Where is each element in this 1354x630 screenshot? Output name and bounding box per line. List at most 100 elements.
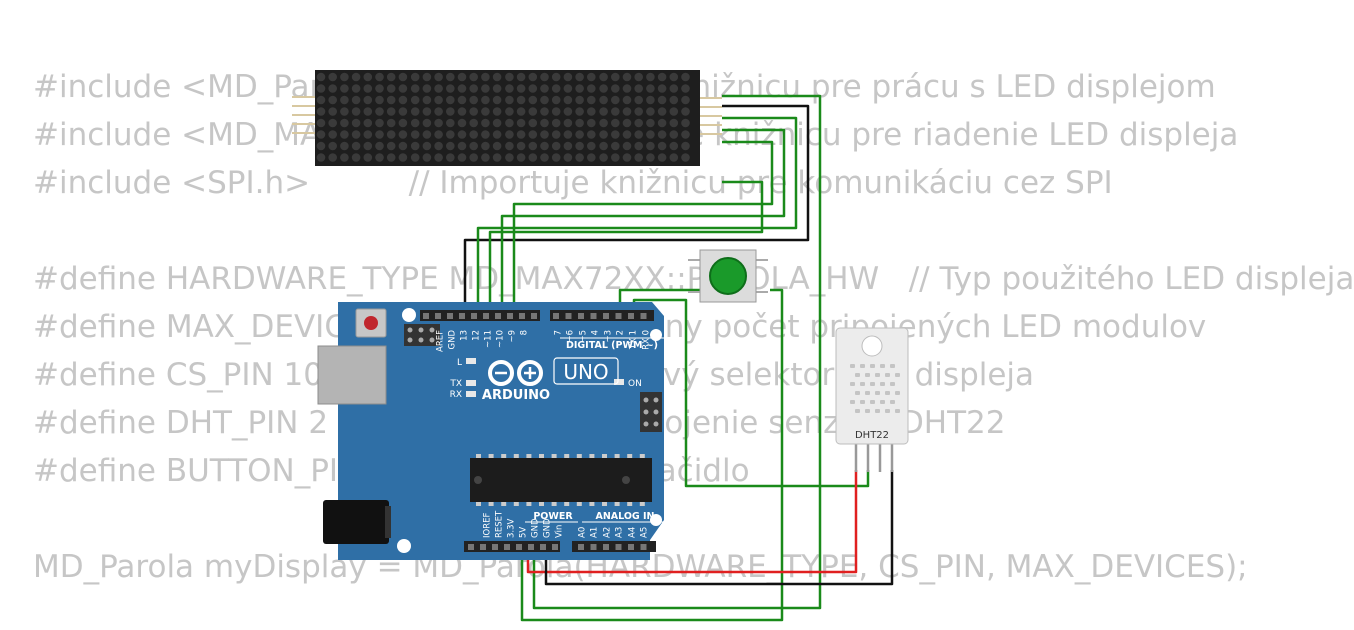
sensor-vent	[855, 373, 860, 377]
matrix-led-dot	[481, 95, 490, 105]
chip-leg	[576, 454, 582, 458]
matrix-led-dot	[681, 153, 690, 162]
matrix-led-dot	[398, 130, 408, 139]
matrix-led-dot	[492, 118, 502, 128]
matrix-led-dot	[681, 107, 690, 116]
analog-pin-label: A0	[578, 527, 588, 538]
reset-button-cap-icon	[364, 316, 378, 330]
analog-header-label: ANALOG IN	[595, 511, 654, 522]
matrix-led-dot	[669, 72, 679, 82]
power-pin-label: RESET	[495, 510, 505, 538]
analog-pin-label: A5	[640, 527, 650, 538]
sensor-vent	[860, 364, 865, 368]
matrix-led-dot	[375, 107, 384, 116]
matrix-led-dot	[657, 95, 667, 105]
power-pin-label: 5V	[519, 527, 529, 538]
sensor-vent	[895, 409, 900, 413]
matrix-led-dot	[316, 141, 326, 151]
header-pin	[435, 313, 441, 319]
matrix-led-dot	[328, 130, 338, 139]
wire-matrix-gnd	[463, 104, 810, 312]
matrix-led-dot	[375, 95, 384, 105]
matrix-led-dot	[446, 72, 455, 82]
icsp-pin	[643, 409, 649, 415]
header-pin	[552, 544, 558, 550]
power-header-label: POWER	[533, 511, 573, 522]
matrix-led-dot	[622, 84, 632, 93]
matrix-led-dot	[363, 84, 373, 93]
chip-leg	[526, 454, 532, 458]
matrix-led-dot	[528, 118, 538, 128]
header-pin	[495, 313, 501, 319]
matrix-led-dot	[340, 72, 349, 82]
matrix-led-dot	[446, 84, 455, 93]
matrix-led-dot	[386, 72, 396, 82]
header-pin	[483, 313, 489, 319]
sensor-vent	[895, 391, 900, 395]
chip-leg	[488, 502, 494, 506]
chip-leg	[501, 502, 507, 506]
wire-button-gnd	[520, 288, 784, 622]
matrix-led-dot	[351, 95, 361, 105]
matrix-led-dot	[457, 72, 467, 82]
led-on-label: ON	[628, 379, 642, 389]
matrix-led-dot	[328, 141, 338, 151]
header-pin	[459, 313, 465, 319]
atmega-chip	[470, 458, 652, 502]
power-header	[464, 541, 560, 552]
header-pin	[468, 544, 474, 550]
matrix-led-dot	[316, 118, 326, 128]
matrix-led-dot	[351, 130, 361, 139]
matrix-led-dot	[492, 153, 502, 162]
matrix-led-dot	[528, 72, 538, 82]
matrix-led-dot	[398, 153, 408, 162]
matrix-led-dot	[528, 84, 538, 93]
header-pin	[603, 313, 609, 319]
header-pin	[423, 313, 429, 319]
matrix-led-dot	[528, 95, 538, 105]
sensor-vent	[890, 400, 895, 404]
header-pin	[565, 313, 572, 319]
matrix-led-dot	[611, 118, 620, 128]
matrix-led-dot	[340, 118, 349, 128]
chip-leg	[602, 502, 607, 506]
matrix-led-dot	[563, 141, 573, 151]
matrix-led-dot	[657, 130, 667, 139]
analog-pin-label: A4	[628, 527, 638, 538]
matrix-led-dot	[446, 153, 455, 162]
matrix-led-dot	[622, 107, 632, 116]
power-pin-label: 3.3V	[507, 518, 517, 538]
chip-leg	[501, 454, 507, 458]
matrix-led-dot	[646, 141, 655, 151]
header-pin	[531, 313, 537, 319]
analog-header	[572, 541, 656, 552]
matrix-led-dot	[599, 72, 608, 82]
matrix-led-dot	[469, 118, 479, 128]
matrix-led-dot	[611, 141, 620, 151]
sensor-vent	[875, 373, 880, 377]
matrix-led-dot	[599, 95, 608, 105]
matrix-led-dot	[375, 84, 384, 93]
matrix-led-dot	[351, 141, 361, 151]
matrix-led-dot	[410, 107, 420, 116]
icsp-pin	[418, 337, 424, 343]
icsp-pin	[643, 397, 649, 403]
digital-header-label: DIGITAL (PWM ~)	[566, 340, 658, 351]
chip-leg	[551, 502, 557, 506]
matrix-led-dot	[622, 118, 632, 128]
analog-pin-label: A3	[615, 527, 625, 538]
header-pin	[628, 544, 634, 550]
matrix-led-dot	[446, 118, 455, 128]
sensor-vent	[860, 400, 865, 404]
digital-header-right	[550, 310, 654, 321]
led-tx-icon	[466, 380, 476, 386]
matrix-led-dot	[434, 141, 443, 151]
matrix-led-dot	[398, 107, 408, 116]
power-pin-label: Vin	[555, 525, 565, 538]
matrix-led-dot	[481, 141, 490, 151]
matrix-led-dot	[316, 153, 326, 162]
uno-label-box	[553, 357, 619, 385]
icsp-pin	[653, 409, 659, 415]
sensor-vent	[865, 409, 870, 413]
